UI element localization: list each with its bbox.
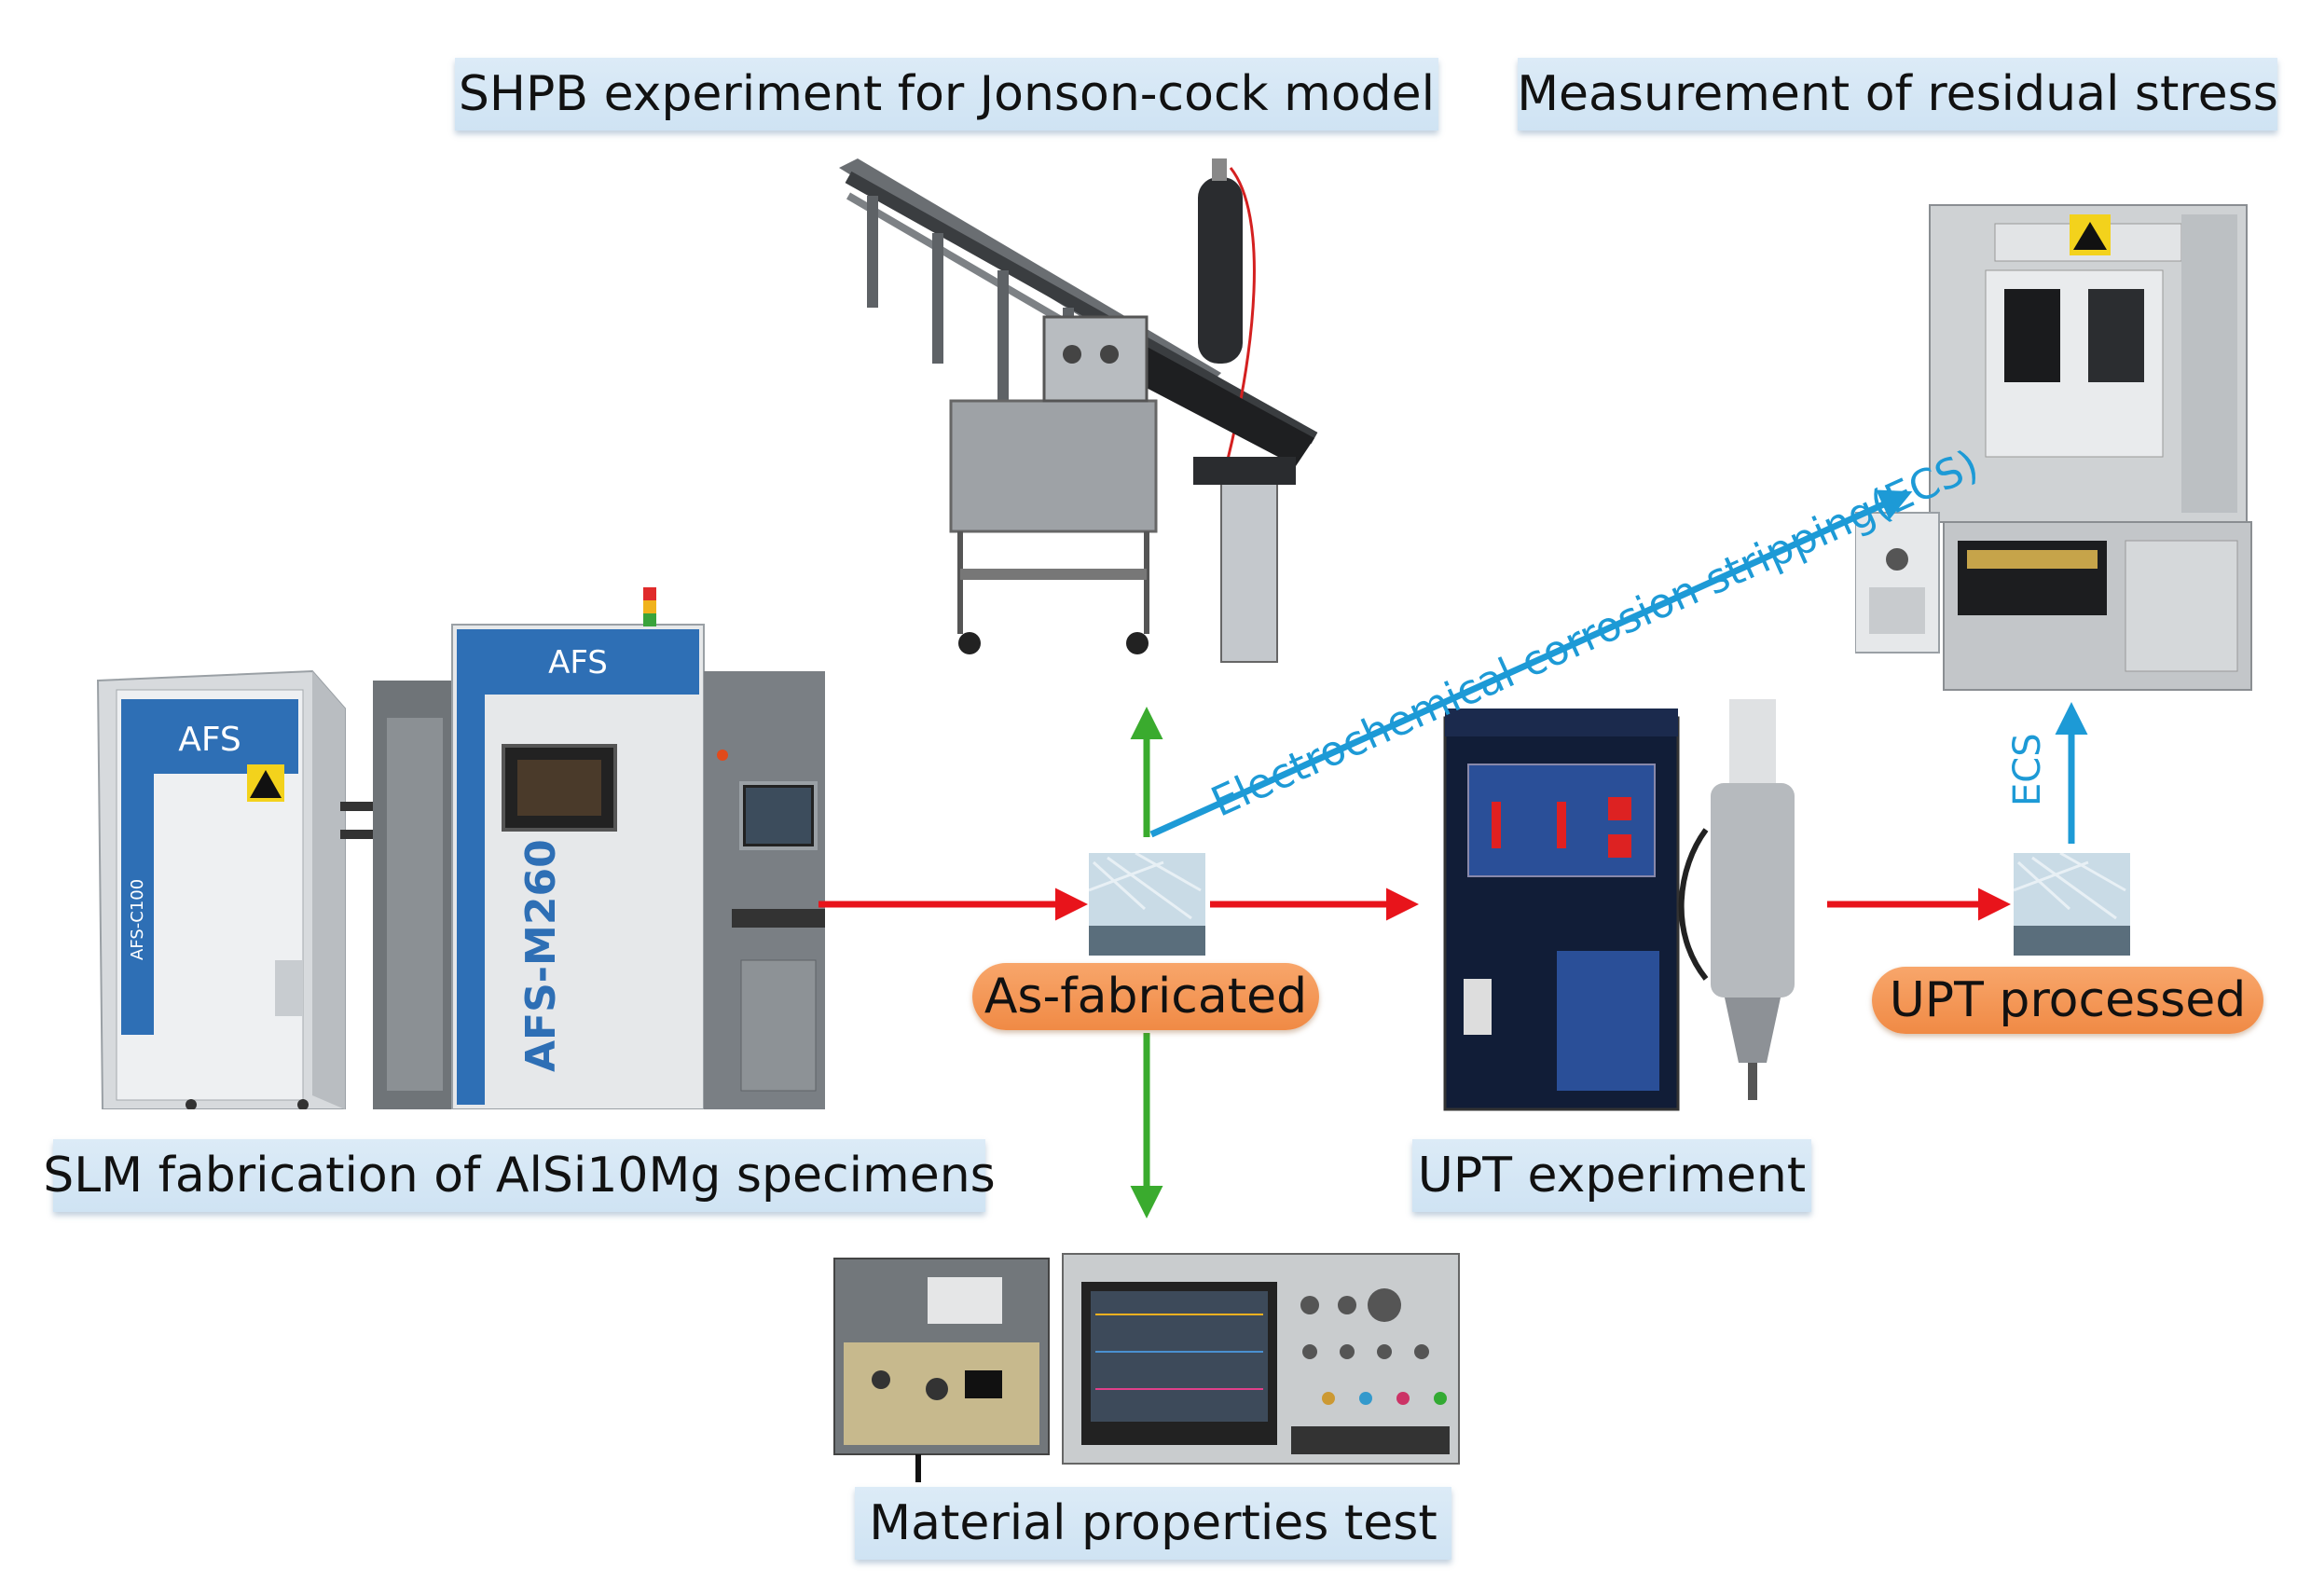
ecs-short-label: ECS	[2006, 733, 2049, 806]
upt-processed-specimen-icon	[2014, 853, 2130, 956]
arrow-ecs-to-residual-stress	[1149, 489, 1913, 838]
material-test-instruments-illustration	[833, 1253, 1460, 1482]
afs-side-model: AFS-C100	[128, 879, 147, 960]
slm-machine-illustration: AFS AFS-C100 AFS AFS-M260	[96, 587, 825, 1109]
afs-side-logo: AFS	[178, 721, 241, 759]
afs-main-logo: AFS	[548, 644, 608, 681]
label-material-properties-test: Material properties test	[855, 1487, 1451, 1560]
upt-generator-illustration	[1443, 699, 1795, 1111]
shpb-apparatus-illustration	[839, 158, 1318, 663]
xrd-machine-illustration	[1855, 204, 2252, 691]
label-upt-experiment: UPT experiment	[1412, 1139, 1811, 1212]
afs-main-model: AFS-M260	[517, 839, 565, 1072]
label-slm-fabrication: SLM fabrication of AlSi10Mg specimens	[43, 1139, 996, 1212]
state-as-fabricated: As-fabricated	[972, 963, 1319, 1030]
as-fabricated-specimen-icon	[1089, 853, 1205, 956]
label-shpb-experiment: SHPB experiment for Jonson-cock model	[455, 58, 1438, 131]
state-upt-processed: UPT processed	[1872, 967, 2263, 1034]
label-residual-stress: Measurement of residual stress	[1517, 58, 2278, 131]
